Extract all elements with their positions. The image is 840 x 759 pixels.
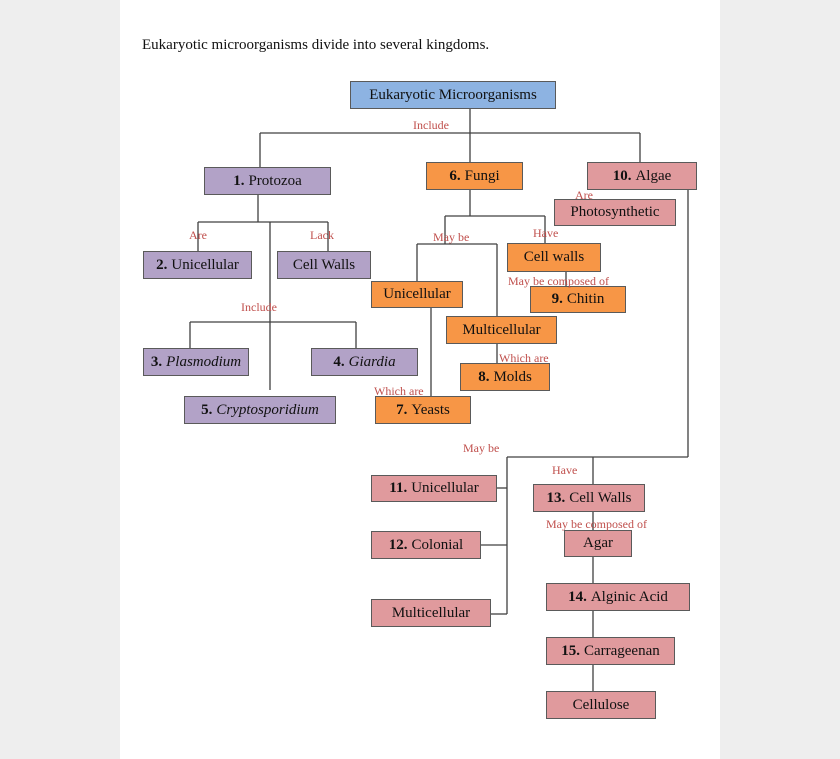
node-label: Unicellular <box>383 286 451 302</box>
node-protozoa: 1. Protozoa <box>204 167 331 195</box>
diagram-caption: Eukaryotic microorganisms divide into se… <box>142 37 490 53</box>
node-cell-walls-lack: Cell Walls <box>277 251 371 279</box>
node-eukaryotic-microorganisms: Eukaryotic Microorganisms <box>350 81 556 109</box>
node-unicellular-fungi: Unicellular <box>371 281 463 308</box>
node-number: 13. <box>546 489 566 506</box>
edge-label-which-are-yeasts: Which are <box>374 384 424 398</box>
node-cell-walls-algae: 13. Cell Walls <box>533 484 645 512</box>
node-yeasts: 7. Yeasts <box>375 396 471 424</box>
node-number: 9. <box>551 291 563 307</box>
node-label: Unicellular <box>171 256 239 273</box>
node-number: 11. <box>389 480 408 496</box>
node-number: 1. <box>233 172 245 189</box>
node-number: 15. <box>561 642 580 659</box>
node-chitin: 9. Chitin <box>530 286 626 313</box>
node-label: Chitin <box>566 291 605 307</box>
edge-label-are-algae: Are <box>575 188 593 202</box>
node-label: Plasmodium <box>166 353 242 370</box>
node-label: Colonial <box>411 536 464 553</box>
node-multicellular-fungi: Multicellular <box>446 316 557 344</box>
node-label: Molds <box>493 368 532 385</box>
node-colonial: 12. Colonial <box>371 531 481 559</box>
node-label: Algae <box>635 167 672 184</box>
node-number: 7. <box>396 401 408 418</box>
node-algae: 10. Algae <box>587 162 697 190</box>
node-carrageenan: 15. Carrageenan <box>546 637 675 665</box>
node-number: 6. <box>449 167 461 184</box>
edge-label-include-protozoa: Include <box>241 300 277 314</box>
node-number: 14. <box>568 588 587 605</box>
edge-label-may-be-fungi: May be <box>433 230 470 244</box>
node-label: Protozoa <box>248 172 302 189</box>
node-label: Eukaryotic Microorganisms <box>369 86 537 103</box>
node-fungi: 6. Fungi <box>426 162 523 190</box>
edge-label-may-be-algae: May be <box>463 441 500 455</box>
node-label: Cell Walls <box>569 489 632 506</box>
node-label: Yeasts <box>411 401 450 418</box>
edge-label-are-protozoa: Are <box>189 228 207 242</box>
node-label: Alginic Acid <box>590 588 668 605</box>
node-photosynthetic: Photosynthetic <box>554 199 676 226</box>
node-plasmodium: 3. Plasmodium <box>143 348 249 376</box>
edge-label-which-are-molds: Which are <box>499 351 549 365</box>
edge-label-include-root: Include <box>413 118 449 132</box>
node-label: Fungi <box>464 167 500 184</box>
edge-label-may-be-composed-of-fungi: May be composed of <box>508 274 609 288</box>
node-number: 5. <box>201 401 213 418</box>
node-number: 2. <box>156 256 168 273</box>
node-label: Multicellular <box>462 321 541 338</box>
node-label: Carrageenan <box>583 642 660 659</box>
node-label: Cell walls <box>523 249 585 265</box>
node-label: Cellulose <box>572 696 630 713</box>
node-unicellular-protozoa: 2. Unicellular <box>143 251 252 279</box>
node-label: Multicellular <box>391 604 471 621</box>
edge-label-have-fungi: Have <box>533 226 559 240</box>
node-label: Agar <box>583 535 613 551</box>
node-number: 8. <box>478 368 490 385</box>
node-molds: 8. Molds <box>460 363 550 391</box>
node-alginic-acid: 14. Alginic Acid <box>546 583 690 611</box>
node-giardia: 4. Giardia <box>311 348 418 376</box>
node-multicellular-algae: Multicellular <box>371 599 491 627</box>
edge-label-may-be-composed-of-algae: May be composed of <box>546 517 647 531</box>
node-label: Cryptosporidium <box>216 401 319 418</box>
node-cellulose: Cellulose <box>546 691 656 719</box>
node-label: Cell Walls <box>292 256 356 273</box>
edge-label-lack-protozoa: Lack <box>310 228 334 242</box>
edge-label-have-algae: Have <box>552 463 578 477</box>
node-number: 4. <box>333 353 345 370</box>
node-number: 3. <box>150 353 163 370</box>
node-label: Photosynthetic <box>570 204 660 220</box>
node-number: 10. <box>612 167 632 184</box>
node-cell-walls-fungi: Cell walls <box>507 243 601 272</box>
node-unicellular-algae: 11. Unicellular <box>371 475 497 502</box>
node-cryptosporidium: 5. Cryptosporidium <box>184 396 336 424</box>
page-background <box>120 0 720 759</box>
node-agar: Agar <box>564 530 632 557</box>
node-number: 12. <box>388 536 408 553</box>
node-label: Unicellular <box>411 480 479 496</box>
node-label: Giardia <box>348 353 396 370</box>
